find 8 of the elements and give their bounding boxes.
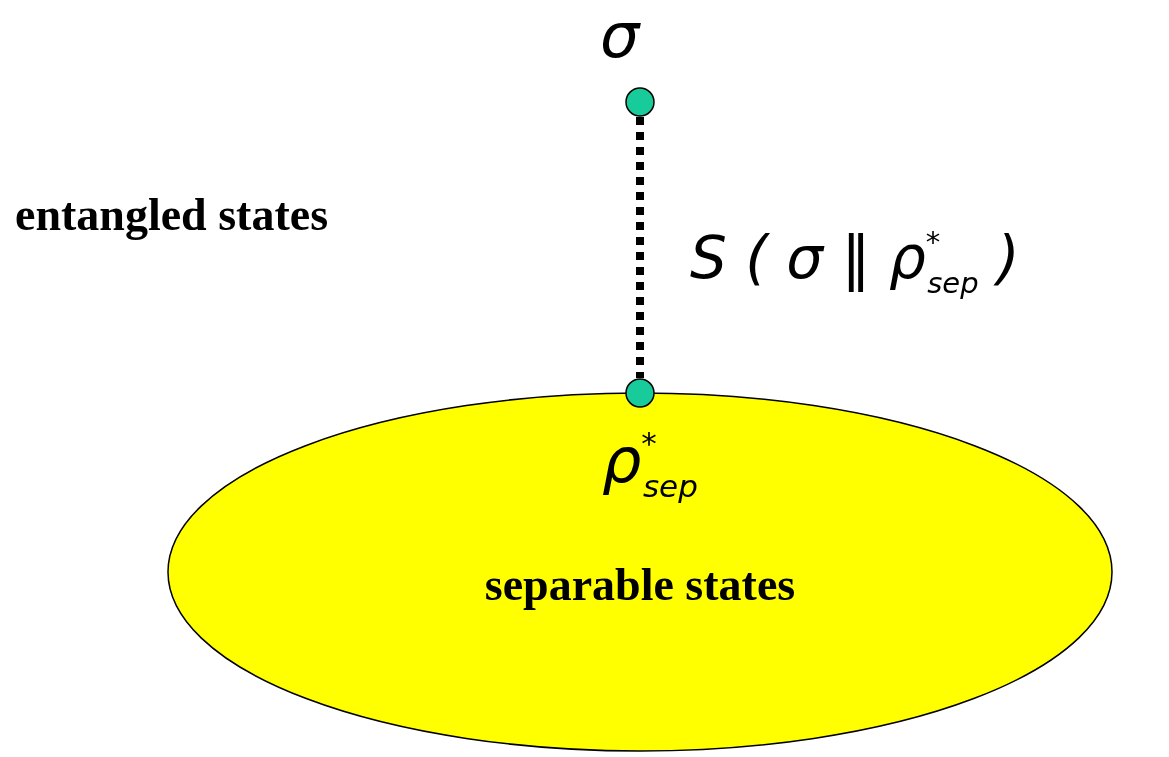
state-symbol: σ: [600, 5, 640, 67]
state-point: [625, 378, 655, 408]
state-point: [625, 87, 655, 117]
state-region: [167, 392, 1113, 752]
region-label: separable states: [483, 562, 797, 608]
distance-line: [636, 117, 644, 378]
region-label: entangled states: [15, 192, 329, 238]
relative-entropy-label: S ( σ ‖ ρ$^{*}$$_{sep}$ ): [690, 228, 1020, 298]
